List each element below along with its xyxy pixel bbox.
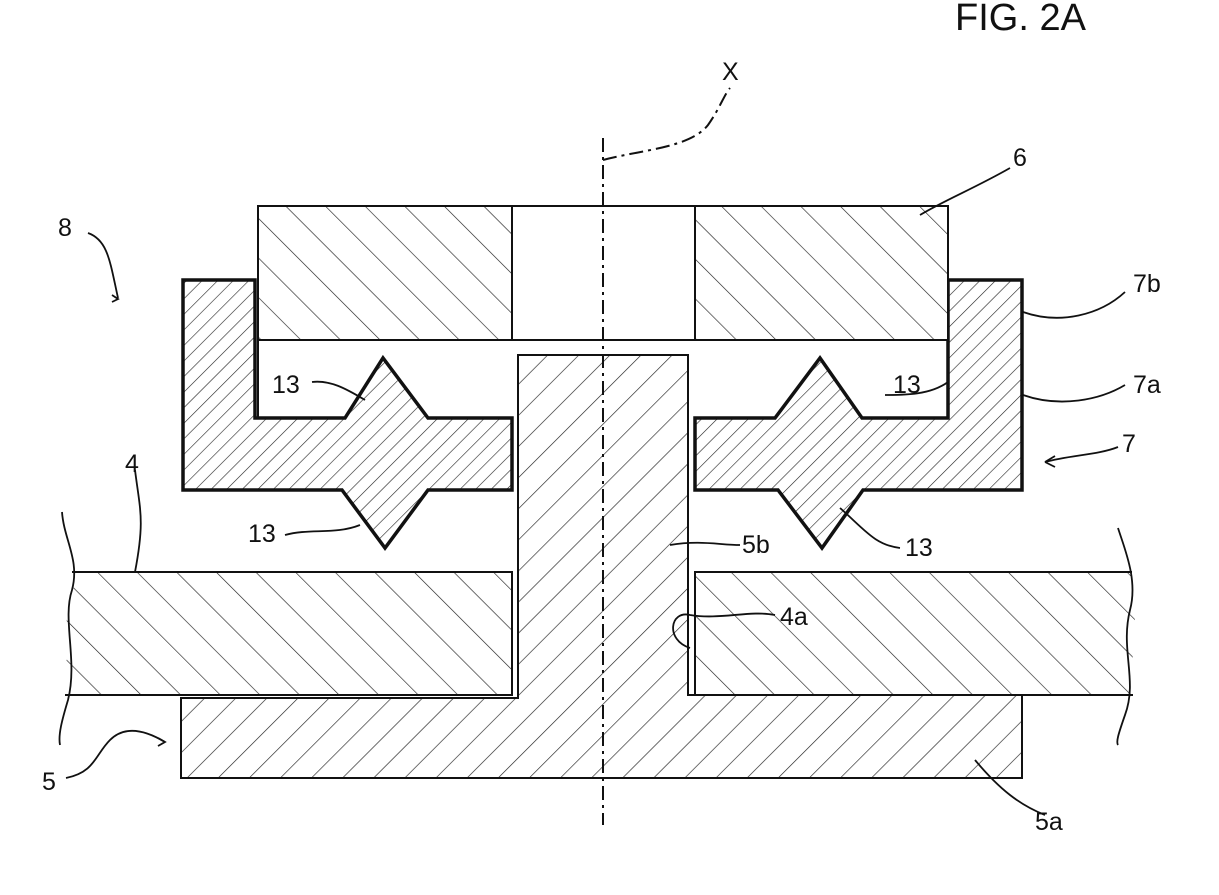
label-13-bottom-right: 13 xyxy=(905,534,933,562)
label-5b: 5b xyxy=(742,531,770,559)
label-axis-x: X xyxy=(722,58,739,86)
label-5a: 5a xyxy=(1035,808,1063,836)
label-7a: 7a xyxy=(1133,371,1161,399)
label-4a: 4a xyxy=(780,603,808,631)
label-4: 4 xyxy=(125,450,139,478)
label-7b: 7b xyxy=(1133,270,1161,298)
label-8: 8 xyxy=(58,214,72,242)
figure-title: FIG. 2A xyxy=(955,0,1087,39)
label-13-top-left: 13 xyxy=(272,371,300,399)
label-6: 6 xyxy=(1013,144,1027,172)
label-7: 7 xyxy=(1122,430,1136,458)
label-13-top-right: 13 xyxy=(893,371,921,399)
label-13-bottom-left: 13 xyxy=(248,520,276,548)
label-5: 5 xyxy=(42,768,56,796)
